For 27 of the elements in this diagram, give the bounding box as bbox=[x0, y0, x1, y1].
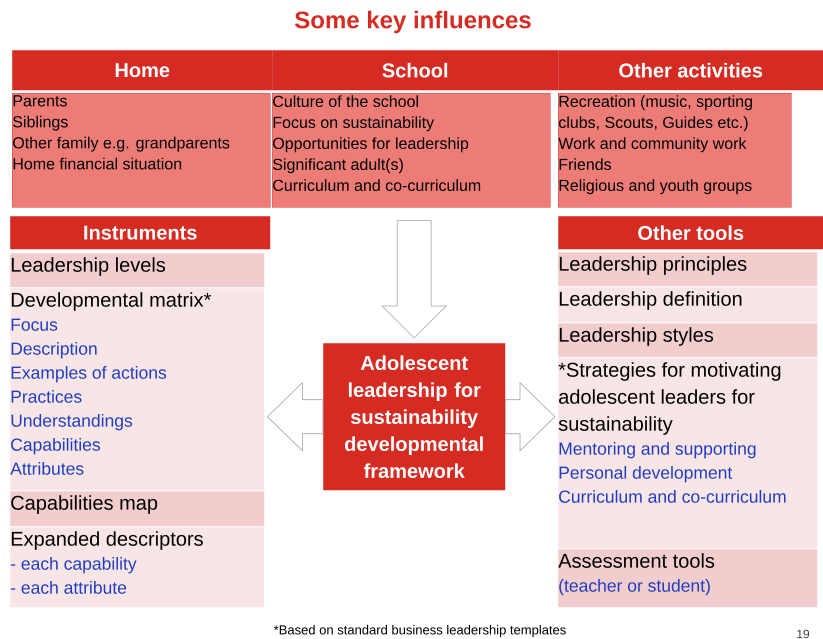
header-cell: Instruments bbox=[10, 216, 270, 250]
list-box: Expanded descriptors - each capability - each attribute bbox=[10, 527, 264, 608]
list-box: Leadership definition bbox=[558, 287, 818, 322]
list-box: Leadership levels bbox=[10, 253, 264, 288]
list-cell: Recreation (music, sporting clubs, Scouts, Guides etc.) Work and community work Friends Religious and youth groups bbox=[558, 93, 792, 208]
block-arrow bbox=[266, 382, 324, 452]
list-cell: Culture of the school Focus on sustainability Opportunities for leadership Significant adult(s) Curriculum and co-curriculum bbox=[272, 93, 551, 208]
list-box: Leadership styles bbox=[558, 323, 818, 358]
block-arrow bbox=[381, 220, 448, 339]
list-box: Developmental matrix* Focus Description Examples of actions Practices Understandings Capabilities Attributes bbox=[10, 288, 264, 490]
list-box: Capabilities map bbox=[10, 491, 264, 526]
header-cell: Other activities bbox=[558, 50, 823, 90]
node-label: Home bbox=[116, 63, 170, 78]
node-label: Other activities bbox=[619, 62, 762, 78]
header-cell: Other tools bbox=[558, 216, 823, 250]
block-arrow bbox=[505, 382, 556, 452]
footnote: *Based on standard business leadership templates bbox=[274, 624, 566, 638]
title: Some key influences bbox=[294, 10, 531, 34]
page-number: 19 bbox=[797, 630, 810, 638]
node-label: School bbox=[382, 62, 448, 78]
header-cell: Home bbox=[12, 50, 272, 90]
header-cell: School bbox=[272, 50, 558, 90]
list-cell: Parents Siblings Other family e.g. grandparents Home financial situation bbox=[12, 93, 271, 208]
list-box: Leadership principles bbox=[558, 252, 818, 286]
list-box: *Strategies for motivating adolescent leaders for sustainability Mentoring and supporting Personal development Curriculum and co-curriculum bbox=[558, 358, 818, 548]
list-box: Assessment tools (teacher or student) bbox=[558, 549, 818, 608]
framework-box: Adolescent leadership for sustainability developmental framework bbox=[323, 343, 506, 490]
